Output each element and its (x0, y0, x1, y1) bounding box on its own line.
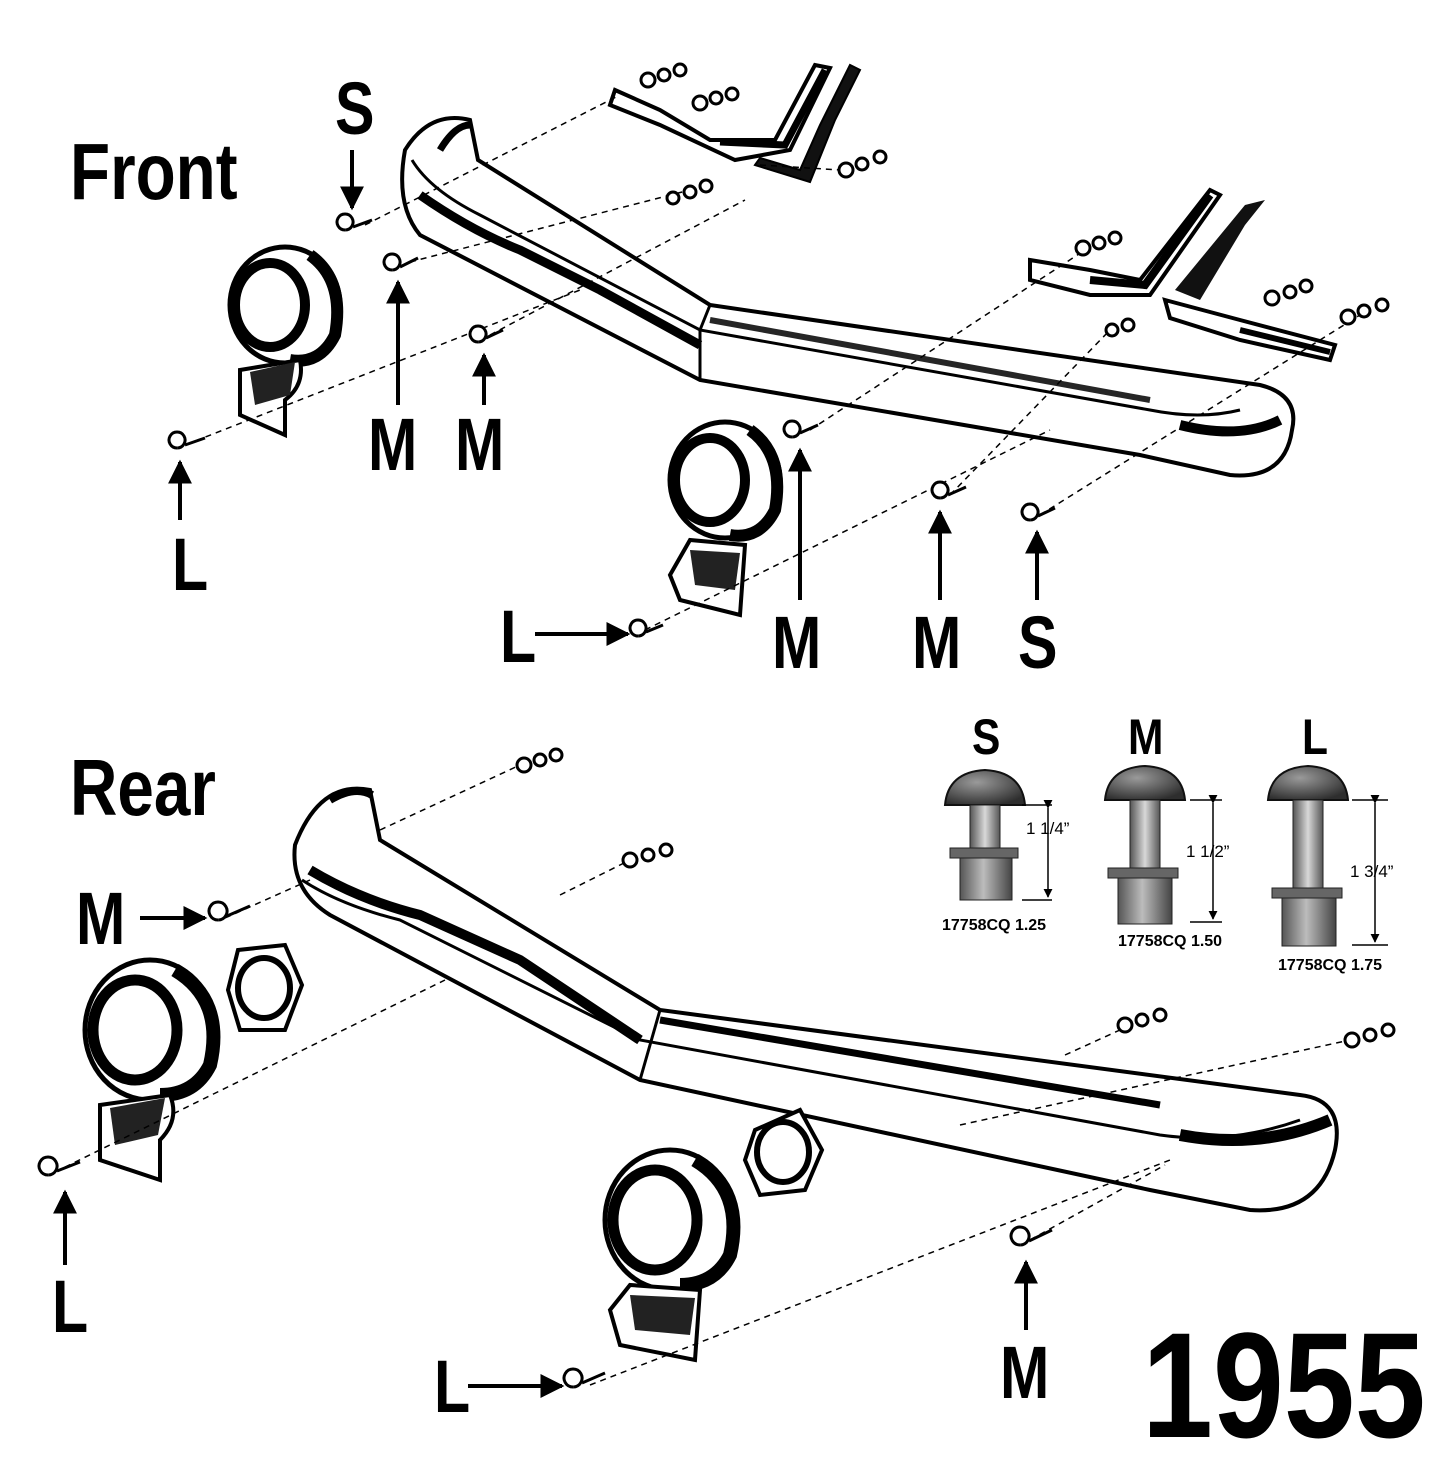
rear-bolts (37, 900, 1053, 1389)
rear-right-overrider (602, 1147, 741, 1363)
rear-left-overrider (82, 957, 221, 1183)
callout-front-m-right-a: M (772, 601, 822, 684)
callout-front-m-right-b: M (912, 601, 962, 684)
bolt-s-header: S (972, 709, 1001, 765)
front-washers-nuts (639, 62, 1390, 338)
callout-front-m-left-a: M (368, 403, 418, 486)
bolt-size-chart (943, 764, 1388, 947)
front-bolts (167, 212, 1056, 638)
callout-front-m-left-b: M (455, 403, 505, 486)
bolt-m-part-number: 17758CQ 1.50 (1118, 933, 1223, 950)
front-bumper (400, 62, 1338, 478)
front-fastener-lines (184, 95, 1361, 631)
callout-front-l-left: L (172, 523, 209, 606)
year-label: 1955 (1142, 1301, 1426, 1469)
bolt-l-part-number: 17758CQ 1.75 (1278, 957, 1383, 974)
rear-right-light-housing (742, 1107, 825, 1198)
callout-rear-m-right: M (1000, 1331, 1050, 1414)
bolt-l-length: 1 3/4” (1350, 862, 1394, 881)
bolt-m-length: 1 1/2” (1186, 842, 1230, 861)
front-section-label: Front (70, 127, 238, 216)
callout-rear-l-left: L (52, 1265, 89, 1348)
callout-front-s-top: S (335, 67, 375, 150)
bolt-m-header: M (1128, 709, 1164, 765)
rear-section-label: Rear (70, 743, 216, 832)
callout-front-l-right: L (500, 595, 537, 678)
rear-left-light-housing (225, 942, 305, 1032)
rear-bumper (292, 786, 1339, 1213)
bolt-l-header: L (1302, 709, 1328, 765)
front-callout-arrows (168, 150, 1049, 646)
callout-rear-l-right: L (434, 1345, 471, 1428)
bolt-s-length: 1 1/4” (1026, 819, 1070, 838)
front-left-overrider (227, 244, 344, 439)
bolt-m-illustration (1103, 764, 1222, 925)
bolt-l-illustration (1266, 764, 1388, 947)
bolt-s-illustration (943, 768, 1053, 901)
callout-front-s-right: S (1018, 601, 1058, 684)
callout-rear-m-left: M (76, 877, 126, 960)
rear-washers-nuts (515, 747, 1396, 1049)
bolt-s-part-number: 17758CQ 1.25 (942, 917, 1047, 934)
rear-callout-arrows (53, 906, 1038, 1398)
front-right-overrider (667, 419, 784, 618)
